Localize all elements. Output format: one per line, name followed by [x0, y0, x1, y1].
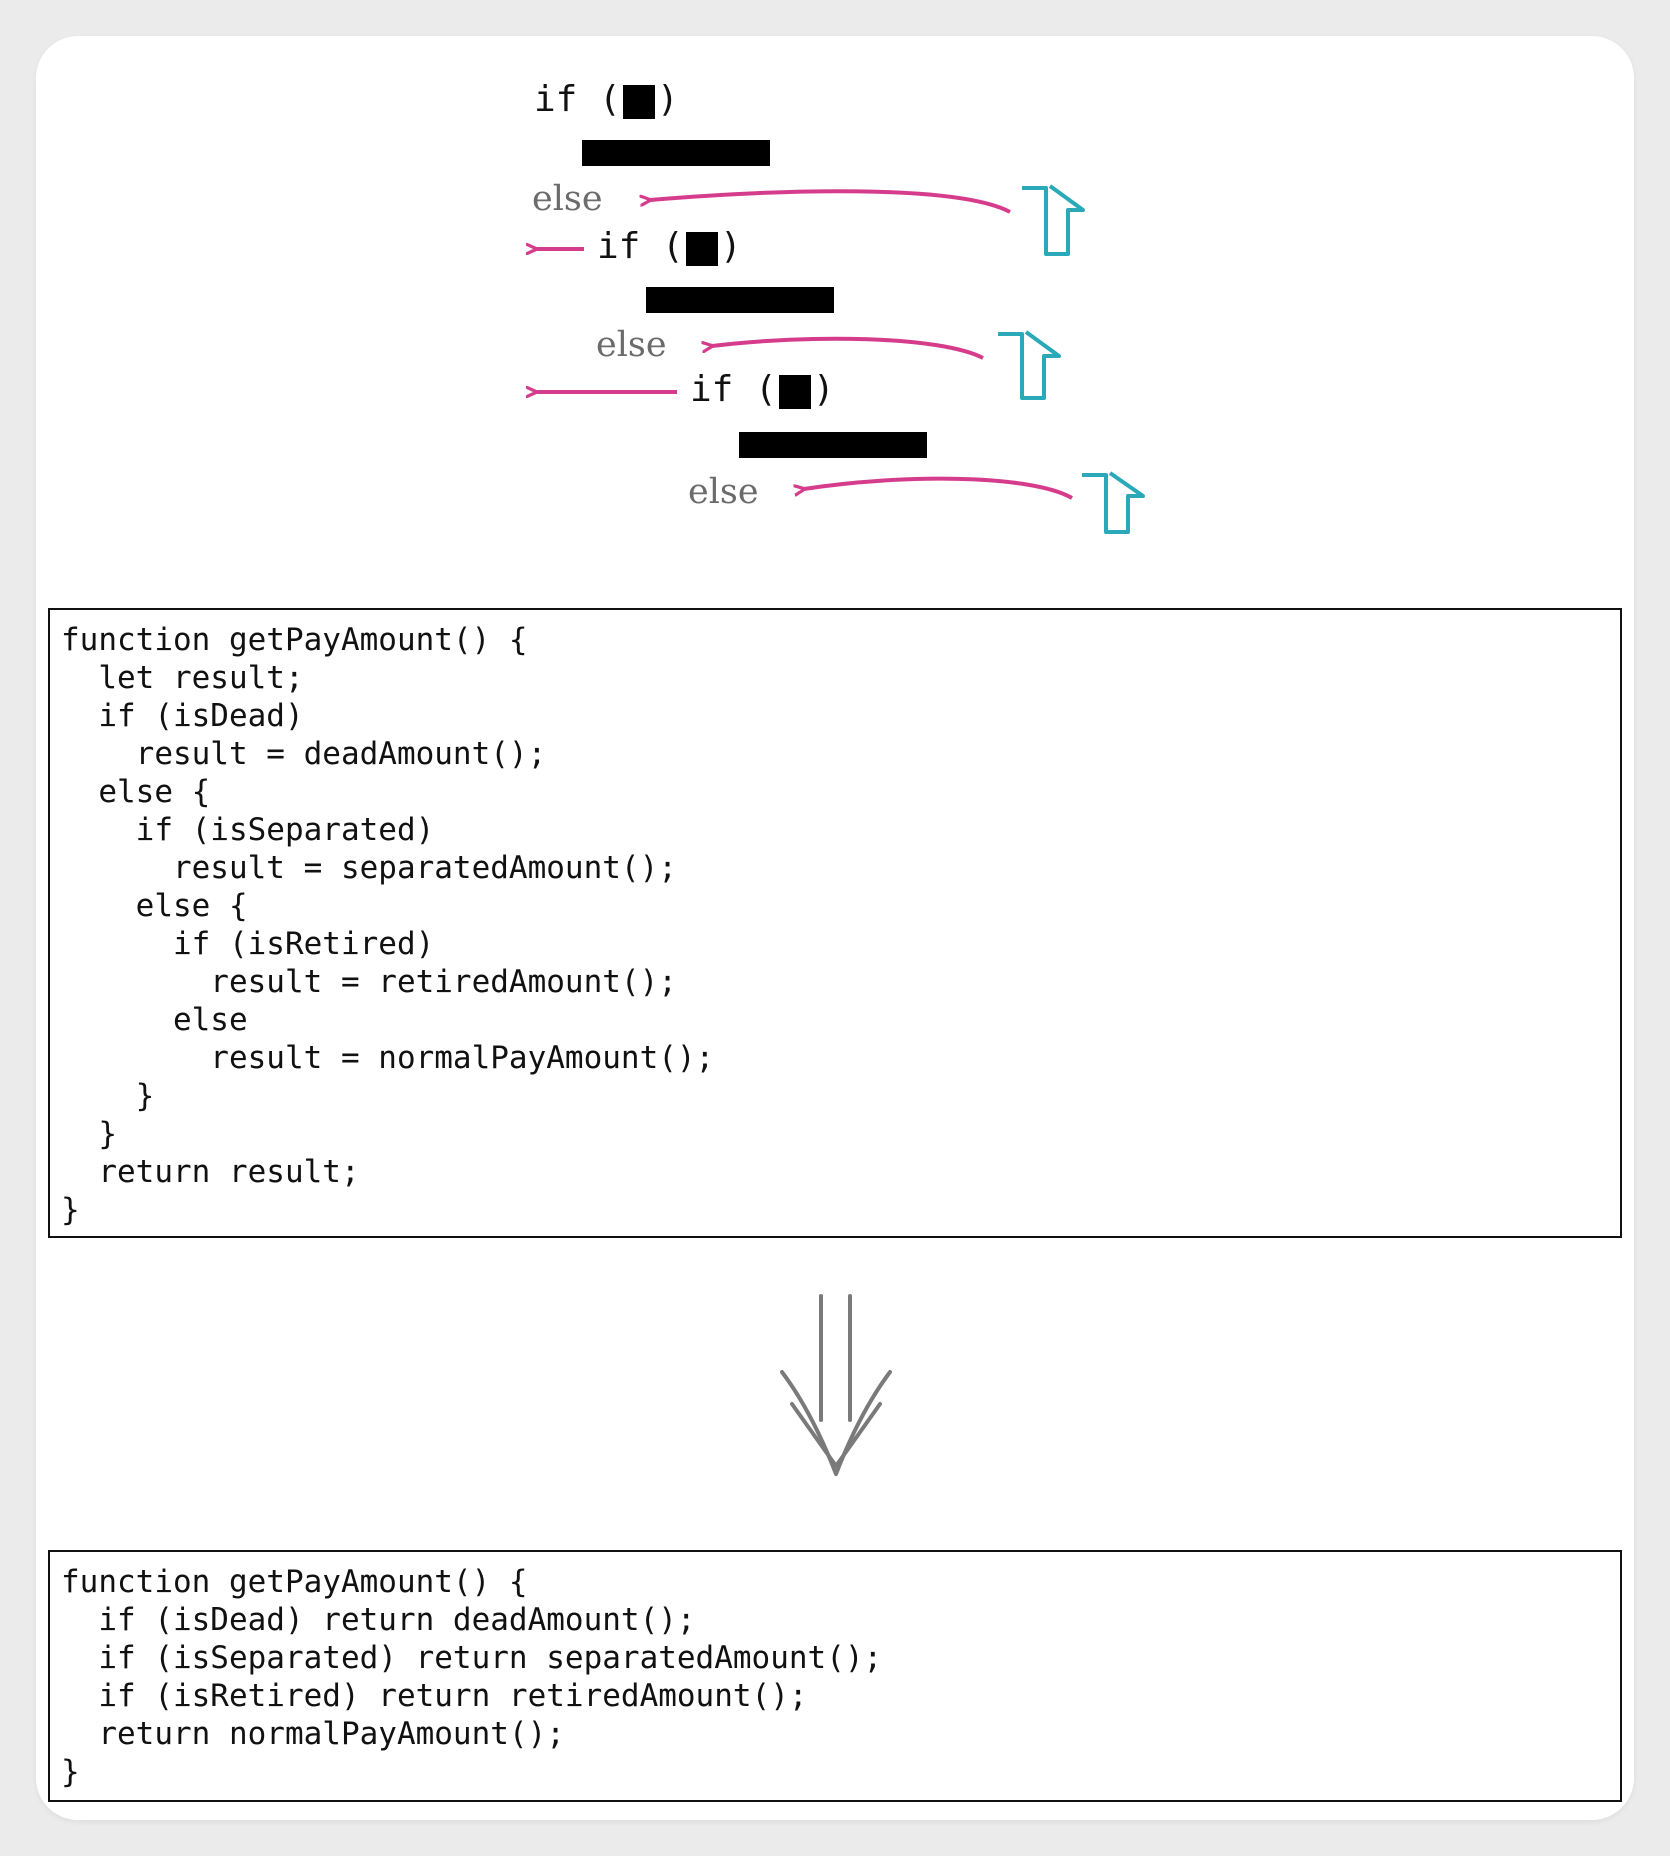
after-code-lines: function getPayAmount() { if (isDead) re…	[61, 1563, 882, 1791]
paren-close: )	[720, 226, 742, 267]
before-code-block: function getPayAmount() { let result; if…	[48, 608, 1622, 1238]
code-line: result = retiredAmount();	[61, 964, 677, 1000]
condition-block	[779, 375, 811, 409]
teal-return-arrow-icon	[998, 330, 1061, 400]
if-level-1: if ( ) else	[532, 79, 1085, 256]
code-line: else {	[61, 774, 211, 810]
pink-arrow-to-else	[804, 476, 1073, 500]
code-line: }	[61, 1116, 117, 1152]
code-line: if (isSeparated)	[61, 812, 435, 848]
code-line: return result;	[61, 1154, 360, 1190]
body-block	[582, 140, 770, 166]
code-line: function getPayAmount() {	[61, 1564, 528, 1600]
pink-arrow-to-else	[712, 336, 984, 360]
code-line: if (isSeparated) return separatedAmount(…	[61, 1640, 883, 1676]
code-line: result = deadAmount();	[61, 736, 547, 772]
code-line: function getPayAmount() {	[61, 622, 528, 658]
code-line: if (isDead) return deadAmount();	[61, 1602, 696, 1638]
code-line: if (isDead)	[61, 698, 304, 734]
code-line: result = normalPayAmount();	[61, 1040, 715, 1076]
code-line: let result;	[61, 660, 304, 696]
paren-close: )	[657, 79, 679, 120]
code-line: }	[61, 1192, 80, 1228]
code-line: if (isRetired) return retiredAmount();	[61, 1678, 808, 1714]
if-level-2: if ( ) else	[536, 226, 1061, 400]
else-keyword: else	[532, 179, 603, 219]
else-keyword: else	[596, 325, 667, 365]
body-block	[739, 432, 927, 458]
if-keyword: if (	[597, 226, 684, 267]
body-block	[646, 287, 834, 313]
if-keyword: if (	[690, 369, 777, 410]
if-level-3: if ( ) else	[536, 369, 1145, 534]
after-code-block: function getPayAmount() { if (isDead) re…	[48, 1550, 1622, 1802]
teal-return-arrow-icon	[1082, 471, 1145, 534]
code-line: }	[61, 1754, 80, 1790]
condition-block	[686, 232, 718, 266]
code-line: return normalPayAmount();	[61, 1716, 565, 1752]
code-line: else {	[61, 888, 248, 924]
code-line: }	[61, 1078, 155, 1114]
code-line: else	[61, 1002, 248, 1038]
if-keyword: if (	[534, 79, 621, 120]
code-line: result = separatedAmount();	[61, 850, 677, 886]
before-code-lines: function getPayAmount() { let result; if…	[61, 621, 714, 1229]
else-keyword: else	[688, 472, 759, 512]
code-line: if (isRetired)	[61, 926, 435, 962]
condition-block	[623, 85, 655, 119]
paren-close: )	[813, 369, 835, 410]
double-down-arrow-icon	[780, 1294, 892, 1476]
teal-return-arrow-icon	[1022, 184, 1085, 256]
pink-arrow-to-else	[650, 189, 1011, 214]
